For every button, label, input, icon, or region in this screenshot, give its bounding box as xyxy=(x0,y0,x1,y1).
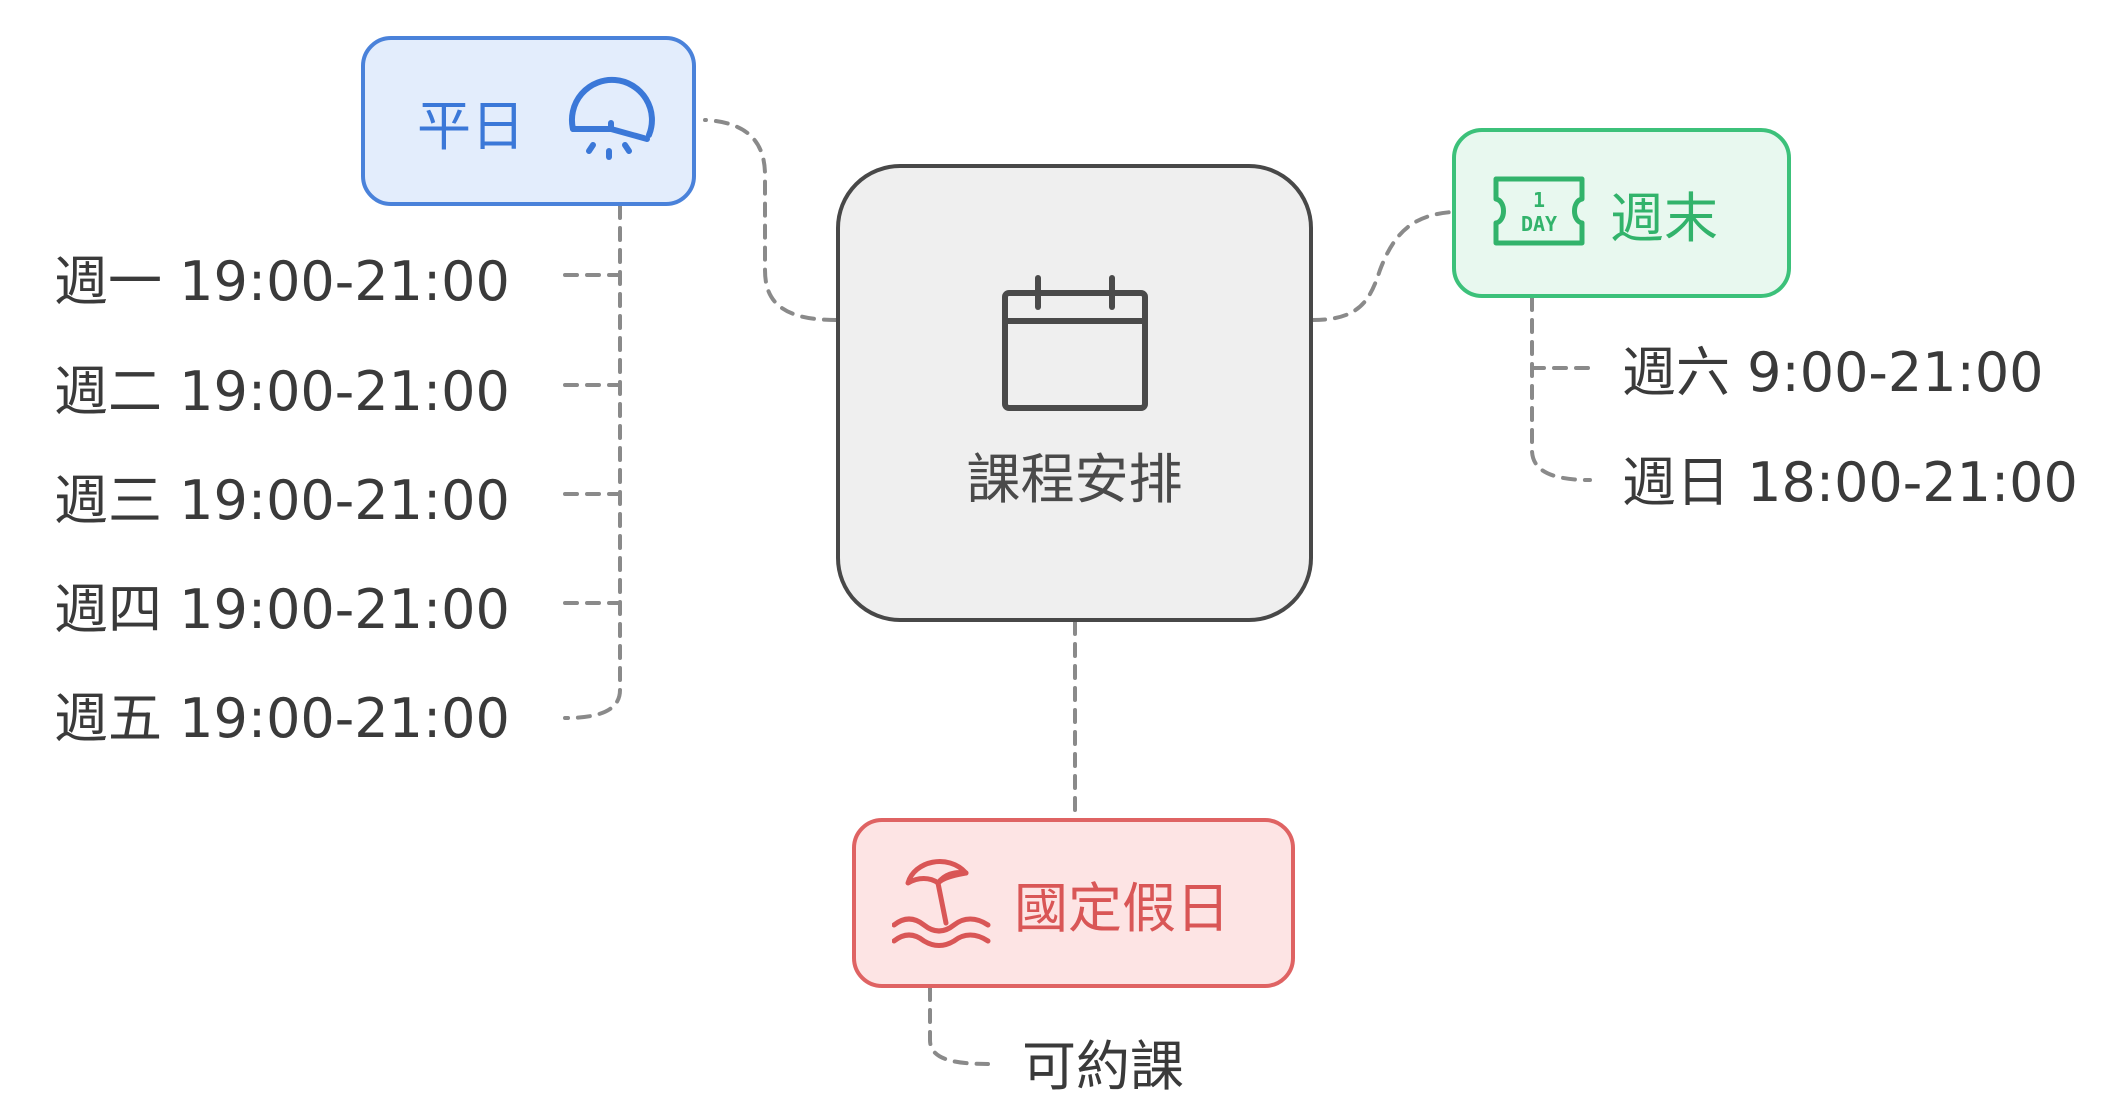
weekday-node: 平日 xyxy=(361,36,696,206)
weekend-label: 週末 xyxy=(1610,186,1718,250)
weekday-item-fri: 週五 19:00-21:00 xyxy=(54,687,510,750)
weekend-item-sat: 週六 9:00-21:00 xyxy=(1622,341,2044,404)
one-day-ticket-icon: 1 DAY xyxy=(1492,175,1586,251)
weekday-item-tue: 週二 19:00-21:00 xyxy=(54,360,510,423)
holiday-item: 可約課 xyxy=(1022,1035,1184,1098)
weekday-label: 平日 xyxy=(417,94,525,158)
weekday-item-mon: 週一 19:00-21:00 xyxy=(54,250,510,313)
center-label: 課程安排 xyxy=(966,447,1183,511)
speedometer-icon xyxy=(563,71,659,171)
weekday-item-thu: 週四 19:00-21:00 xyxy=(54,578,510,641)
center-node: 課程安排 xyxy=(836,164,1313,622)
weekend-node: 1 DAY 週末 xyxy=(1452,128,1791,298)
connector-holiday-item xyxy=(928,986,990,1066)
connector-weekend-trunk xyxy=(1530,296,1592,482)
connector-weekday-trunk xyxy=(563,204,622,720)
ticket-number: 1 xyxy=(1533,188,1545,212)
weekend-item-sun: 週日 18:00-21:00 xyxy=(1622,451,2078,514)
holiday-node: 國定假日 xyxy=(852,818,1295,988)
weekday-item-wed: 週三 19:00-21:00 xyxy=(54,469,510,532)
calendar-icon xyxy=(1000,273,1150,417)
beach-umbrella-icon xyxy=(891,853,992,953)
connector-center-weekday xyxy=(703,118,838,322)
holiday-label: 國定假日 xyxy=(1014,876,1230,940)
connector-center-weekend xyxy=(1311,210,1454,322)
ticket-word: DAY xyxy=(1521,212,1557,236)
